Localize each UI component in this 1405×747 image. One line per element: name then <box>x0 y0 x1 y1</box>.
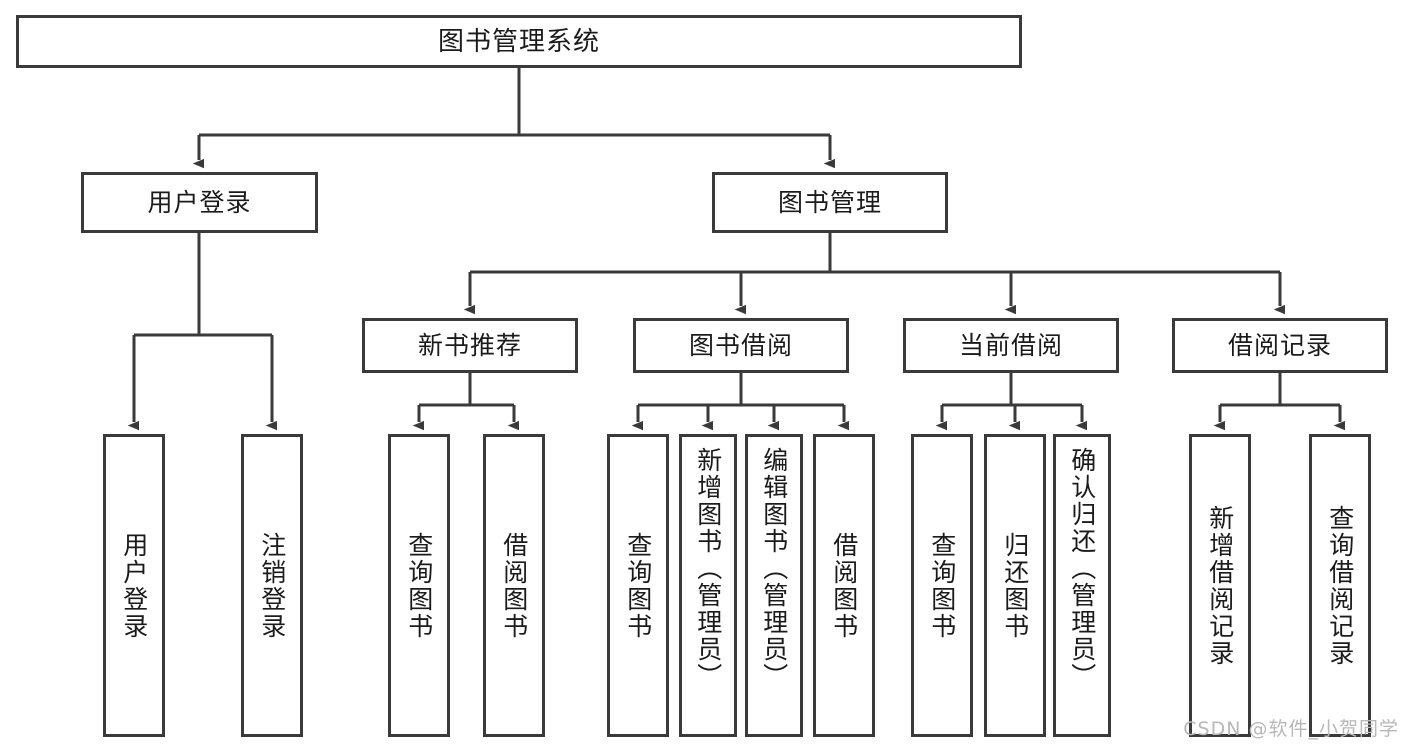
leaf-label: 查询图书 <box>927 531 957 640</box>
node-new-book-recommendation[interactable]: 新书推荐 <box>362 318 578 373</box>
leaf-borrow-books[interactable]: 借阅图书 <box>813 434 875 737</box>
leaf-label: 注销登录 <box>257 531 287 640</box>
leaf-edit-book-admin[interactable]: 编辑图书（管理员） <box>745 434 803 737</box>
leaf-label: 确认归还（管理员） <box>1067 447 1097 690</box>
leaf-label: 用户登录 <box>119 531 149 640</box>
leaf-return-books[interactable]: 归还图书 <box>984 434 1046 737</box>
node-current-borrowing[interactable]: 当前借阅 <box>903 318 1119 373</box>
leaf-label: 查询图书 <box>623 531 653 640</box>
watermark: CSDN @软件_小贺同学 <box>1183 718 1399 740</box>
leaf-label: 查询借阅记录 <box>1325 504 1355 667</box>
leaf-add-borrow-record[interactable]: 新增借阅记录 <box>1189 434 1251 737</box>
leaf-label: 新增图书（管理员） <box>693 447 723 690</box>
leaf-logout[interactable]: 注销登录 <box>241 434 303 737</box>
node-user-login[interactable]: 用户登录 <box>81 172 318 233</box>
leaf-query-books-current[interactable]: 查询图书 <box>911 434 973 737</box>
leaf-query-books-borrow[interactable]: 查询图书 <box>607 434 669 737</box>
leaf-user-login[interactable]: 用户登录 <box>103 434 165 737</box>
node-root[interactable]: 图书管理系统 <box>16 15 1022 68</box>
leaf-query-books-new[interactable]: 查询图书 <box>388 434 450 737</box>
leaf-label: 编辑图书（管理员） <box>759 447 789 690</box>
leaf-borrow-books-new[interactable]: 借阅图书 <box>483 434 545 737</box>
leaf-label: 查询图书 <box>404 531 434 640</box>
leaf-label: 新增借阅记录 <box>1205 504 1235 667</box>
leaf-label: 归还图书 <box>1000 531 1030 640</box>
node-book-borrowing[interactable]: 图书借阅 <box>633 318 849 373</box>
leaf-confirm-return-admin[interactable]: 确认归还（管理员） <box>1053 434 1111 737</box>
leaf-query-borrow-record[interactable]: 查询借阅记录 <box>1309 434 1371 737</box>
node-book-management[interactable]: 图书管理 <box>712 172 948 233</box>
node-borrow-records[interactable]: 借阅记录 <box>1172 318 1388 373</box>
leaf-add-book-admin[interactable]: 新增图书（管理员） <box>679 434 737 737</box>
leaf-label: 借阅图书 <box>829 531 859 640</box>
leaf-label: 借阅图书 <box>499 531 529 640</box>
